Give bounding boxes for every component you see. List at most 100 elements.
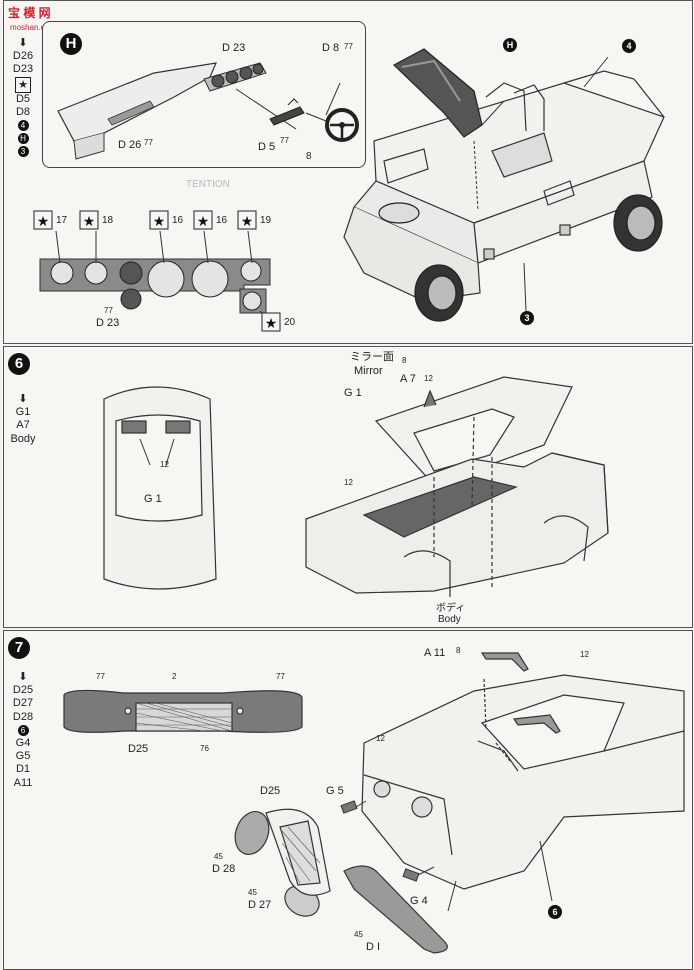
label-body-en: Body [438,614,461,625]
label-mirror-jp: ミラー面 [350,351,394,363]
label-h77-left: 77 [96,672,105,681]
label-h45-d1: 45 [354,930,363,939]
label-d23-meter-h: 77 [104,306,113,315]
paint-number: 18 [102,215,114,226]
label-a11-h: 8 [456,646,461,655]
turn-signal-part [402,868,420,882]
paint-number: 20 [284,317,296,328]
label-h45-d27: 45 [248,888,257,897]
step-panel-7: 7 ⬇ D25 D27 D28 6 G4 G5 D1 A11 [3,630,693,970]
label-h12-hood: 12 [376,734,385,743]
arrow-down-icon: ⬇ [18,37,28,49]
label-d23-meter: D 23 [96,317,120,329]
step-h-badge: H [60,33,82,55]
window-glass-part [374,376,573,486]
seq-step-h: H [10,132,36,145]
seq-item: Body [10,432,36,445]
svg-text:★: ★ [153,214,166,230]
seq-step-4: 4 [10,119,36,132]
label-a11: A 11 [424,647,446,659]
label-g1: G 1 [344,387,362,399]
svg-text:★: ★ [265,316,278,332]
label-a7-h: 12 [424,374,433,383]
body-window-drawing [103,376,609,597]
car-body-shell [305,416,609,597]
seq-item: D1 [15,763,31,776]
chassis-tub [343,70,665,302]
callout-step-4: 4 [622,39,636,53]
rear-spoiler-part [57,62,217,142]
chassis-wheels [378,194,663,322]
label-d1: D I [366,941,381,953]
label-d27: D 27 [248,899,272,911]
svg-text:★: ★ [83,214,96,230]
label-d5-h: 77 [280,136,289,145]
seq-item: D28 [12,710,34,723]
seq-item: D25 [12,684,34,697]
front-panel-part [63,689,303,733]
seq-item: D8 [15,105,31,118]
label-d8-h: 77 [344,42,353,51]
seq-step-6: 6 [10,724,36,737]
seq-item: A11 [13,776,33,789]
paint-number: 17 [56,215,68,226]
paint-number: 16 [216,215,228,226]
paint-number: 19 [260,215,272,226]
gauge-cluster-part [203,62,267,92]
meter-paint-guide [39,230,271,320]
seq-item: D23 [12,63,34,76]
label-h2: 2 [172,672,177,681]
label-h76: 76 [200,744,209,753]
part-sequence: ⬇ D26 D23 ★ D5 D8 4 H 3 [10,37,36,159]
seq-item: G4 [15,736,31,749]
label-a7: A 7 [400,373,416,385]
svg-text:★: ★ [197,214,210,230]
door-mirror-parts [480,652,561,734]
part-sequence: ⬇ G1 A7 Body [10,393,36,446]
svg-text:★: ★ [37,214,50,230]
label-h12-body: 12 [344,478,353,487]
label-d26-h: 77 [144,138,153,147]
steering-wheel-part [325,108,359,142]
front-bumper-part [343,865,448,954]
label-body-jp: ボディ [436,603,466,614]
label-g5: G 5 [326,785,344,797]
seq-item: D27 [12,697,34,710]
seq-item: G1 [15,406,31,419]
step-panel-h: 宝 模 网 moshan.com ⬇ D26 D23 ★ D5 D8 4 H 3… [3,0,693,344]
label-h12-mirror: 12 [580,650,589,659]
label-d5: D 5 [258,141,276,153]
label-d28: D 28 [212,863,236,875]
headlight-lens-parts [234,808,331,917]
turn-signal-part [340,800,358,814]
watermark-url: moshan.com [10,23,56,32]
seq-item: A7 [16,419,30,432]
step-6-badge: 6 [8,353,30,375]
seq-item: D5 [15,92,31,105]
label-d25-lens: D25 [260,785,281,797]
label-d23: D 23 [222,42,246,54]
svg-text:★: ★ [241,214,254,230]
star-icon: ★ [10,76,36,93]
label-g4: G 4 [410,895,428,907]
spoiler-chassis-drawing: ★ ★ ★ ★ ★ ★ [33,48,665,332]
step-7-badge: 7 [8,637,30,659]
body-top-view [103,386,217,590]
label-g1-top: G 1 [144,493,162,505]
label-mirror-h: 8 [402,356,407,365]
label-d8: D 8 [322,42,340,54]
part-sequence: ⬇ D25 D27 D28 6 G4 G5 D1 A11 [10,671,36,790]
seq-item: G5 [15,750,31,763]
background-text: TENTION [186,179,230,190]
label-d25: D25 [128,743,149,755]
callout-step-3: 3 [520,311,534,325]
arrow-down-icon: ⬇ [18,671,28,683]
seq-step-3: 3 [10,145,36,158]
paint-number: 16 [172,215,184,226]
arrow-down-icon: ⬇ [18,393,28,405]
step-panel-6: 6 ⬇ G1 A7 Body [3,346,693,628]
car-front-view [361,674,685,890]
label-mirror-en: Mirror [354,365,383,377]
front-assembly-drawing [63,652,685,954]
label-h77-right: 77 [276,672,285,681]
